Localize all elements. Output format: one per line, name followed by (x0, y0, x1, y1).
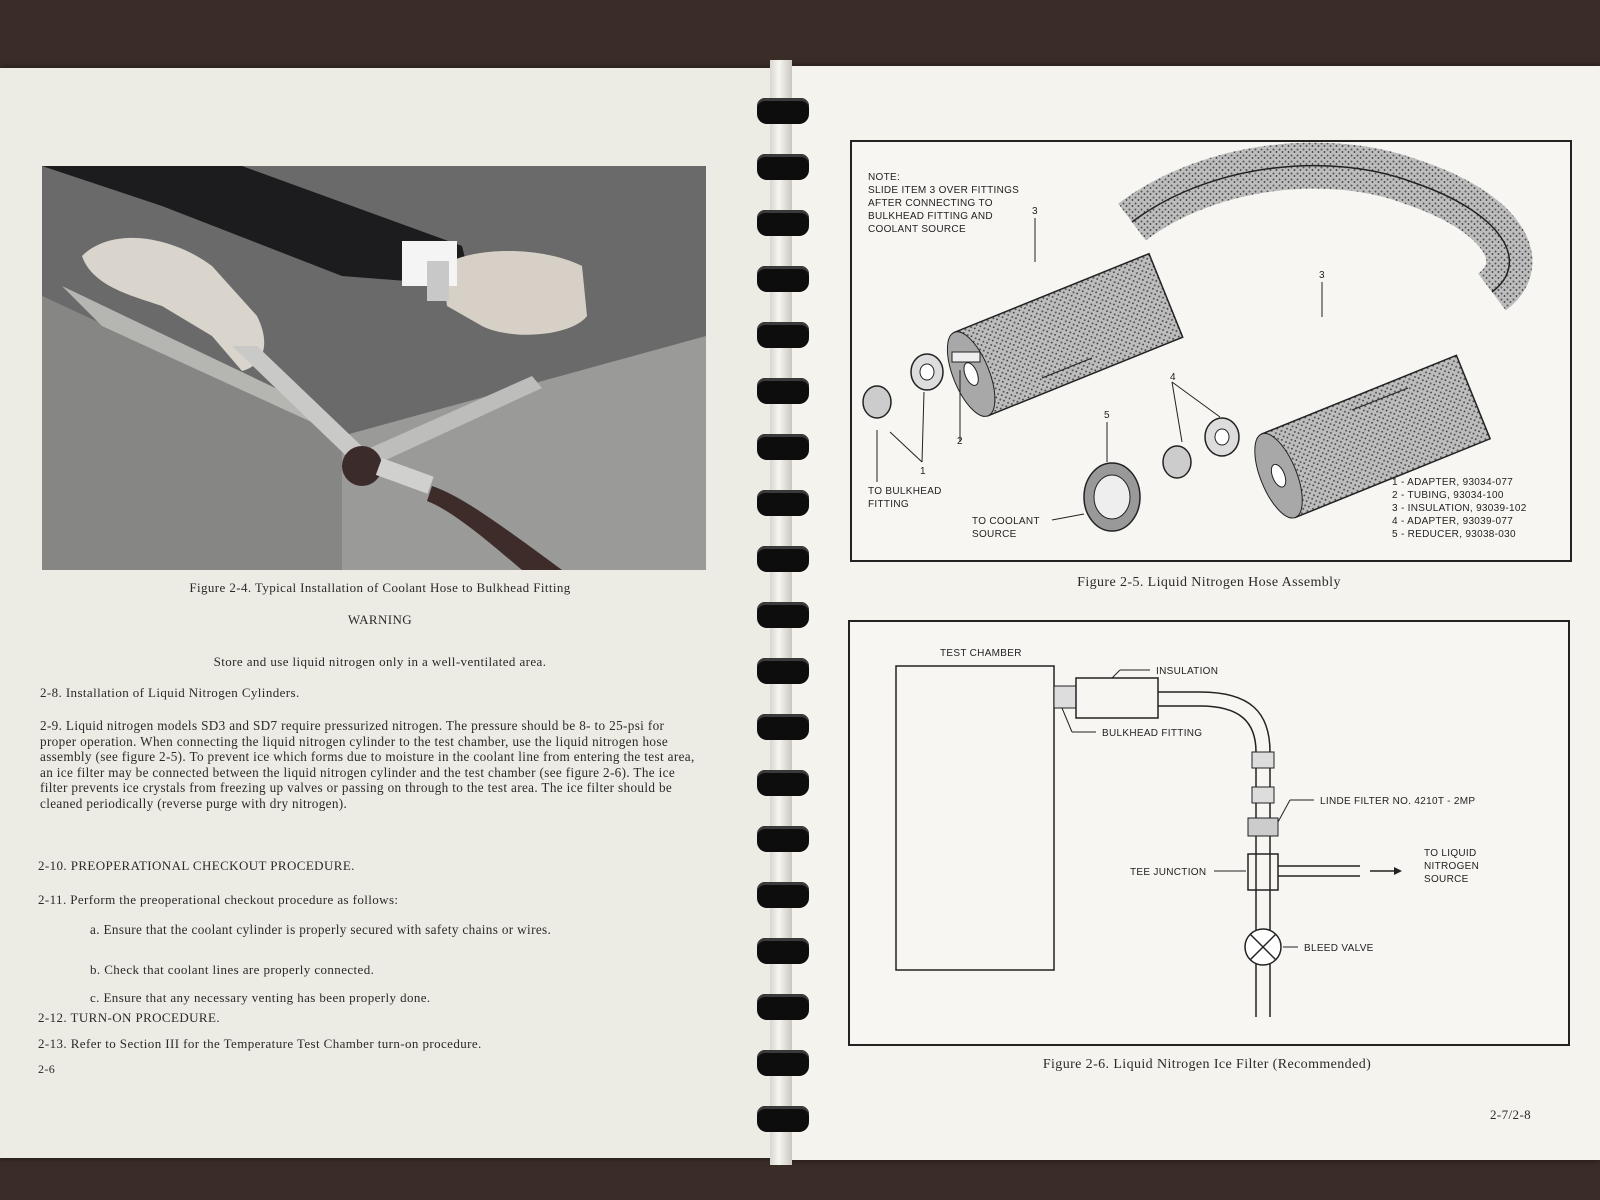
spiral-coil (757, 770, 809, 796)
parts-list-item: 2 - TUBING, 93034-100 (1392, 490, 1504, 501)
spiral-coil (757, 938, 809, 964)
spiral-coil (757, 546, 809, 572)
parts-list-item: 3 - INSULATION, 93039-102 (1392, 503, 1527, 514)
to-ln-source-label: TO LIQUID (1424, 848, 1477, 859)
spiral-coil (757, 266, 809, 292)
parts-list-item: 1 - ADAPTER, 93034-077 (1392, 477, 1513, 488)
test-chamber-label: TEST CHAMBER (940, 648, 1022, 659)
section-2-9: 2-9. Liquid nitrogen models SD3 and SD7 … (40, 718, 695, 811)
callout-3: 3 (1319, 270, 1325, 281)
spiral-coil (757, 658, 809, 684)
section-2-10: 2-10. PREOPERATIONAL CHECKOUT PROCEDURE. (38, 858, 355, 873)
spiral-coil (757, 322, 809, 348)
spiral-coil (757, 98, 809, 124)
parts-list-item: 4 - ADAPTER, 93039-077 (1392, 516, 1513, 527)
fig24-caption: Figure 2-4. Typical Installation of Cool… (189, 580, 571, 595)
warning-text: Store and use liquid nitrogen only in a … (213, 654, 547, 669)
to-bulkhead-label: FITTING (868, 499, 909, 510)
to-coolant-label: SOURCE (972, 529, 1017, 540)
callout-3: 3 (1032, 206, 1038, 217)
fig25-note-line: AFTER CONNECTING TO (868, 198, 993, 209)
spiral-coil (757, 882, 809, 908)
fig25-note-line: NOTE: (868, 172, 900, 183)
callout-1: 1 (920, 466, 926, 477)
section-2-8: 2-8. Installation of Liquid Nitrogen Cyl… (40, 685, 300, 700)
left-page-number: 2-6 (38, 1062, 56, 1076)
spiral-coil (757, 210, 809, 236)
callout-4: 4 (1170, 372, 1176, 383)
to-coolant-label: TO COOLANT (972, 516, 1040, 527)
fig25-note-line: BULKHEAD FITTING AND (868, 211, 993, 222)
spiral-coil (757, 378, 809, 404)
spiral-coil (757, 602, 809, 628)
warning-title: WARNING (347, 612, 413, 627)
callout-5: 5 (1104, 410, 1110, 421)
right-page-number: 2-7/2-8 (1490, 1107, 1532, 1122)
hose-assembly-diagram: NOTE: SLIDE ITEM 3 OVER FITTINGS AFTER C… (862, 142, 1533, 540)
spiral-coil (757, 434, 809, 460)
fig25-frame: NOTE: SLIDE ITEM 3 OVER FITTINGS AFTER C… (850, 140, 1572, 562)
spiral-coil (757, 1106, 809, 1132)
spiral-coil (757, 714, 809, 740)
parts-list-item: 5 - REDUCER, 93038-030 (1392, 529, 1516, 540)
to-ln-source-label: SOURCE (1424, 874, 1469, 885)
spiral-coil (757, 154, 809, 180)
item-a: a. Ensure that the coolant cylinder is p… (90, 922, 552, 937)
fig25-note-line: COOLANT SOURCE (868, 224, 966, 235)
photo-illustration (42, 166, 706, 570)
section-2-13: 2-13. Refer to Section III for the Tempe… (38, 1036, 482, 1051)
fig26-caption: Figure 2-6. Liquid Nitrogen Ice Filter (… (1042, 1057, 1372, 1072)
spiral-coil (757, 490, 809, 516)
insulation-label: INSULATION (1156, 666, 1218, 677)
ice-filter-diagram: TEST CHAMBER INSULATION BULKHEAD FITTING… (895, 648, 1479, 1017)
callout-2: 2 (957, 436, 963, 447)
linde-filter-label: LINDE FILTER NO. 4210T - 2MP (1320, 796, 1475, 807)
bleed-valve-label: BLEED VALVE (1304, 943, 1374, 954)
fig25-caption: Figure 2-5. Liquid Nitrogen Hose Assembl… (1077, 575, 1341, 590)
fig26-frame: TEST CHAMBER INSULATION BULKHEAD FITTING… (848, 620, 1570, 1046)
to-bulkhead-label: TO BULKHEAD (868, 486, 942, 497)
section-2-12: 2-12. TURN-ON PROCEDURE. (38, 1010, 220, 1025)
item-b: b. Check that coolant lines are properly… (90, 962, 375, 977)
fig25-note-line: SLIDE ITEM 3 OVER FITTINGS (868, 185, 1019, 196)
tee-junction-label: TEE JUNCTION (1130, 867, 1206, 878)
spiral-coil (757, 994, 809, 1020)
item-c: c. Ensure that any necessary venting has… (90, 990, 431, 1005)
spiral-coil (757, 1050, 809, 1076)
to-ln-source-label: NITROGEN (1424, 861, 1479, 872)
spiral-coil (757, 826, 809, 852)
section-2-11: 2-11. Perform the preoperational checkou… (38, 892, 399, 907)
hands-wrench-photo (42, 166, 706, 570)
bulkhead-fitting-label: BULKHEAD FITTING (1102, 728, 1202, 739)
